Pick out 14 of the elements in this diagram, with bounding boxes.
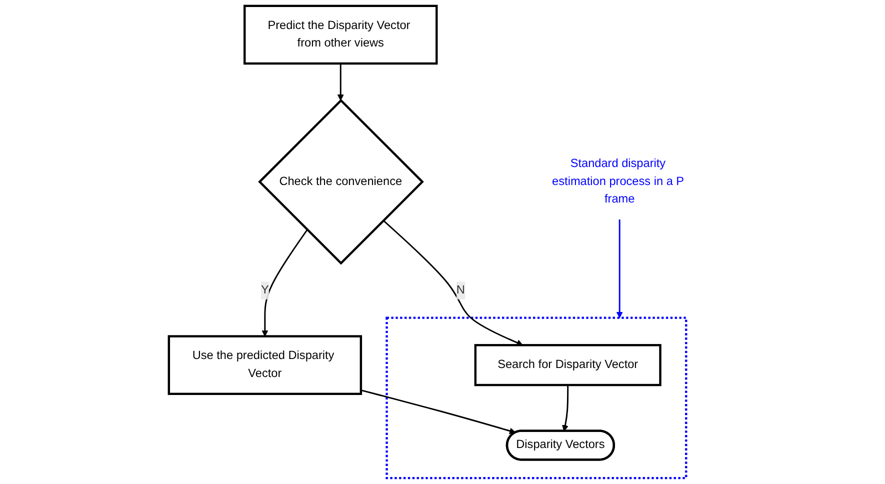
node-box: Search for Disparity Vector <box>474 344 662 386</box>
arrow <box>562 385 569 432</box>
arrow <box>616 219 624 318</box>
node-text: Standard disparity estimation process in a P frame <box>552 157 684 206</box>
node-box: Use the predicted Disparity Vector <box>168 335 362 395</box>
arrow <box>338 64 344 101</box>
arrow <box>383 220 524 346</box>
node-diamond: Check the convenience <box>258 98 424 265</box>
arrow <box>360 389 516 434</box>
edge-label: N <box>456 284 466 296</box>
edge-label: Y <box>261 284 270 296</box>
arrow <box>262 229 308 337</box>
node-box: Predict the Disparity Vector from other views <box>244 4 438 65</box>
cluster <box>386 316 688 480</box>
